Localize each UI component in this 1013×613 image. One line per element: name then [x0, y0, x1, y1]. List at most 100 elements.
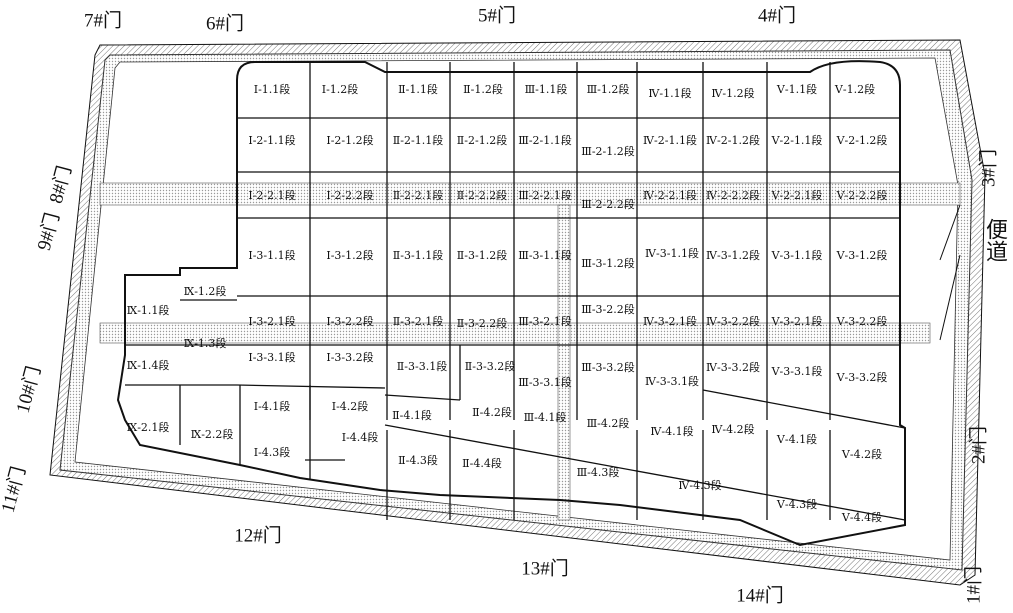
- segment-label: Ⅸ-1.1段: [127, 303, 170, 317]
- segment-label: Ⅰ-2-1.1段: [248, 133, 295, 147]
- segment-label: Ⅲ-3-3.2段: [581, 360, 635, 374]
- segment-label: Ⅱ-1.1段: [398, 82, 438, 96]
- segment-label: Ⅳ-2-2.1段: [643, 188, 697, 202]
- segment-label: Ⅰ-3-1.2段: [326, 248, 373, 262]
- segment-label: Ⅰ-3-2.1段: [248, 314, 295, 328]
- segment-label: Ⅱ-2-2.2段: [457, 188, 507, 202]
- segment-label: Ⅱ-4.4段: [462, 456, 502, 470]
- segment-divider-line: [236, 384, 386, 389]
- segment-label: Ⅸ-1.4段: [127, 358, 170, 372]
- segment-label: Ⅱ-3-2.2段: [457, 316, 507, 330]
- segment-label: Ⅱ-2-1.1段: [393, 133, 443, 147]
- segment-label: Ⅴ-1.1段: [776, 82, 817, 96]
- segment-label: Ⅱ-4.1段: [392, 408, 432, 422]
- segment-label: Ⅳ-3-3.2段: [706, 360, 760, 374]
- segment-label: Ⅰ-1.2段: [322, 82, 359, 96]
- segment-label: Ⅳ-4.3段: [678, 478, 721, 492]
- segment-label: Ⅳ-3-2.2段: [706, 314, 760, 328]
- segment-label: Ⅰ-4.2段: [332, 399, 369, 413]
- segment-divider-line: [702, 389, 906, 429]
- gate-label: 7#门: [84, 9, 122, 31]
- segment-label: Ⅴ-4.2段: [841, 447, 882, 461]
- gate-label: 6#门: [206, 12, 244, 34]
- segment-label: Ⅳ-4.2段: [711, 422, 754, 436]
- segment-label: Ⅱ-3-3.2段: [465, 359, 515, 373]
- gate-label: 12#门: [234, 524, 282, 546]
- segment-label: Ⅱ-2-2.1段: [393, 188, 443, 202]
- segment-label: Ⅳ-1.2段: [711, 86, 754, 100]
- segment-label: Ⅸ-2.2段: [191, 427, 234, 441]
- gate-label: 3#门: [977, 149, 999, 187]
- segment-label: Ⅴ-2-2.1段: [771, 188, 823, 202]
- segment-label: Ⅳ-3-1.1段: [645, 246, 699, 260]
- internal-road-1: [99, 182, 961, 206]
- gate-label: 13#门: [521, 557, 569, 579]
- segment-label: Ⅴ-3-3.1段: [771, 364, 823, 378]
- segment-label: Ⅲ-2-1.2段: [581, 144, 635, 158]
- gate-label: 5#门: [478, 4, 516, 26]
- segment-label: Ⅱ-3-1.2段: [457, 248, 507, 262]
- segment-label: Ⅳ-3-2.1段: [643, 314, 697, 328]
- segment-label: Ⅴ-4.4段: [841, 510, 882, 524]
- gate-label: 8#门: [45, 163, 76, 205]
- segment-label: Ⅱ-4.3段: [398, 453, 438, 467]
- segment-label: Ⅲ-2-1.1段: [518, 133, 572, 147]
- segment-label: Ⅳ-3-1.2段: [706, 248, 760, 262]
- segment-label: Ⅲ-2-2.1段: [518, 188, 572, 202]
- segment-label: Ⅳ-2-1.2段: [706, 133, 760, 147]
- gate-label: 4#门: [758, 4, 796, 26]
- segment-label: Ⅰ-4.3段: [254, 445, 291, 459]
- segment-label: Ⅰ-3-3.1段: [248, 350, 295, 364]
- segment-label: Ⅴ-3-2.2段: [836, 314, 888, 328]
- segment-label: Ⅱ-3-2.1段: [393, 314, 443, 328]
- segment-label: Ⅳ-4.1段: [650, 424, 693, 438]
- segment-label: Ⅸ-1.2段: [184, 284, 227, 298]
- gate-label: 11#门: [0, 464, 30, 515]
- segment-label: Ⅲ-3-2.2段: [581, 302, 635, 316]
- segment-label: Ⅴ-3-2.1段: [771, 314, 823, 328]
- segment-label: Ⅴ-3-1.1段: [771, 248, 823, 262]
- segment-label: Ⅳ-2-2.2段: [706, 188, 760, 202]
- segment-label: Ⅲ-3-1.1段: [518, 248, 572, 262]
- segment-gridlines: [125, 62, 906, 521]
- segment-label: Ⅲ-1.1段: [525, 82, 568, 96]
- internal-road-3: [557, 204, 571, 521]
- gate-label: 9#门: [33, 210, 64, 252]
- segment-label: Ⅰ-3-1.1段: [248, 248, 295, 262]
- segment-label: Ⅴ-3-3.2段: [836, 370, 888, 384]
- segment-label: Ⅰ-2-2.2段: [326, 188, 373, 202]
- segment-label: Ⅱ-3-3.1段: [397, 359, 447, 373]
- segment-label: Ⅲ-3-2.1段: [518, 314, 572, 328]
- gate-label: 2#门: [967, 426, 989, 464]
- gate-label: 1#门: [962, 566, 984, 604]
- segment-label: Ⅲ-4.2段: [587, 416, 630, 430]
- segment-label: Ⅰ-2-2.1段: [248, 188, 295, 202]
- segment-label: Ⅸ-2.1段: [127, 420, 170, 434]
- leader-line: [939, 204, 961, 261]
- segment-label: Ⅱ-2-1.2段: [457, 133, 507, 147]
- segment-label: Ⅴ-4.3段: [776, 497, 817, 511]
- segment-label: Ⅲ-3-1.2段: [581, 256, 635, 270]
- segment-label: Ⅲ-1.2段: [587, 82, 630, 96]
- segment-label: Ⅰ-2-1.2段: [326, 133, 373, 147]
- segment-label: Ⅴ-3-1.2段: [836, 248, 888, 262]
- segment-label: Ⅰ-3-2.2段: [326, 314, 373, 328]
- segment-label: Ⅰ-4.1段: [254, 399, 291, 413]
- segment-divider-line: [384, 394, 461, 401]
- segment-label: Ⅴ-2-1.1段: [771, 133, 823, 147]
- segment-divider-line: [384, 424, 906, 521]
- segment-label: Ⅴ-1.2段: [834, 82, 875, 96]
- segment-label: Ⅳ-3-3.1段: [645, 374, 699, 388]
- segment-label: Ⅱ-4.2段: [472, 405, 512, 419]
- segment-label: Ⅲ-4.1段: [524, 410, 567, 424]
- segment-label: Ⅴ-2-1.2段: [836, 133, 888, 147]
- segment-label: Ⅱ-3-1.1段: [393, 248, 443, 262]
- segment-label: Ⅰ-1.1段: [254, 82, 291, 96]
- segment-label: Ⅳ-2-1.1段: [643, 133, 697, 147]
- segment-label: Ⅴ-2-2.2段: [836, 188, 888, 202]
- segment-label: Ⅲ-4.3段: [577, 465, 620, 479]
- segment-label: Ⅴ-4.1段: [776, 432, 817, 446]
- gate-label: 14#门: [736, 584, 784, 606]
- segment-label: Ⅰ-3-3.2段: [326, 350, 373, 364]
